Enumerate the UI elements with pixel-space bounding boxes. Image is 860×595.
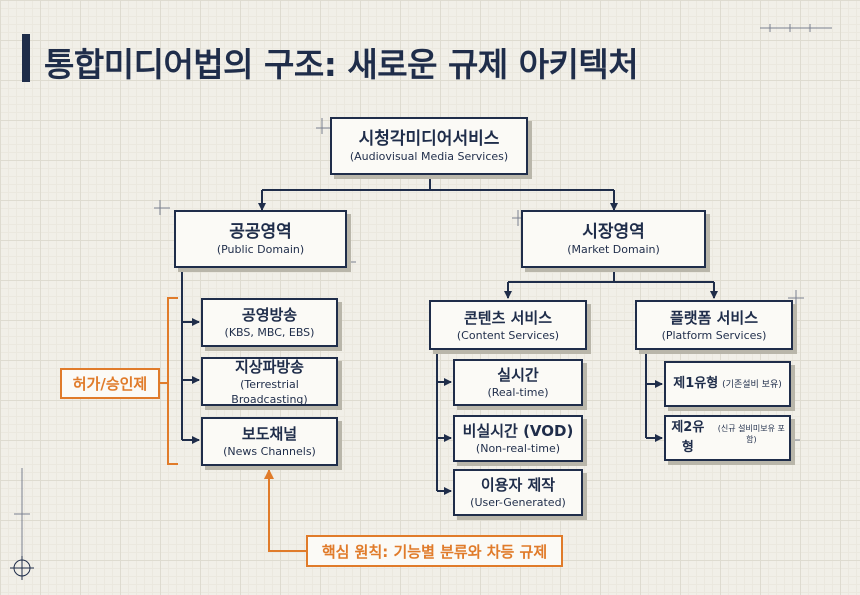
node-news-channels: 보도채널 (News Channels) — [201, 417, 338, 466]
node-label-ko: 실시간 — [497, 366, 539, 384]
title-accent-bar — [22, 34, 30, 82]
node-platform-services: 플랫폼 서비스 (Platform Services) — [635, 300, 793, 350]
license-system-label: 허가/승인제 — [60, 368, 160, 399]
node-platform-type-2: 제2유형 (신규 설비미보유 포함) — [664, 415, 791, 461]
node-label-ko: 제2유형 — [671, 420, 705, 455]
node-label-en: (KBS, MBC, EBS) — [224, 326, 315, 339]
principle-arrow — [264, 469, 306, 552]
node-label-en: (Public Domain) — [216, 242, 305, 256]
node-label-en: (Market Domain) — [567, 242, 660, 256]
node-label-en: (User-Generated) — [470, 496, 566, 509]
node-label-en: (Platform Services) — [661, 328, 767, 342]
node-label-sub: (신규 설비미보유 포함) — [717, 424, 785, 444]
node-label-ko: 지상파방송 — [234, 357, 304, 376]
node-label-ko: 보도채널 — [241, 425, 298, 443]
node-label-en: (Terrestrial Broadcasting) — [231, 377, 308, 406]
node-terrestrial-broadcasting: 지상파방송 (Terrestrial Broadcasting) — [201, 357, 338, 406]
corner-marks — [14, 24, 832, 560]
node-label-ko: 이용자 제작 — [480, 476, 556, 494]
node-public-broadcasting: 공영방송 (KBS, MBC, EBS) — [201, 298, 338, 347]
node-label-en: (Non-real-time) — [475, 442, 561, 455]
node-public-domain: 공공영역 (Public Domain) — [174, 210, 347, 268]
node-non-real-time: 비실시간 (VOD) (Non-real-time) — [453, 415, 583, 462]
node-label-en: (Audiovisual Media Services) — [349, 149, 509, 163]
node-label-en: (Content Services) — [456, 328, 560, 342]
license-bracket — [167, 297, 178, 465]
node-label-en: (Real-time) — [487, 386, 549, 399]
page-title: 통합미디어법의 구조: 새로운 규제 아키텍처 — [44, 45, 639, 84]
node-label-ko: 공영방송 — [241, 306, 298, 324]
node-audiovisual-media-services: 시청각미디어서비스 (Audiovisual Media Services) — [330, 117, 528, 175]
core-principle-label: 핵심 원칙: 기능별 분류와 차등 규제 — [306, 535, 563, 567]
node-label-ko: 제1유형 — [673, 376, 719, 391]
node-label-ko: 비실시간 (VOD) — [462, 422, 574, 440]
compass-icon — [10, 556, 34, 580]
node-label-ko: 시청각미디어서비스 — [358, 128, 500, 149]
node-label-sub: (기존설비 보유) — [722, 380, 782, 390]
node-label-ko: 플랫폼 서비스 — [669, 308, 759, 327]
node-market-domain: 시장영역 (Market Domain) — [521, 210, 706, 268]
node-user-generated: 이용자 제작 (User-Generated) — [453, 469, 583, 516]
node-real-time: 실시간 (Real-time) — [453, 359, 583, 406]
node-label-ko: 콘텐츠 서비스 — [463, 308, 553, 327]
node-label-en: (News Channels) — [223, 445, 316, 458]
node-label-ko: 공공영역 — [229, 221, 292, 242]
node-content-services: 콘텐츠 서비스 (Content Services) — [429, 300, 587, 350]
node-platform-type-1: 제1유형 (기존설비 보유) — [664, 361, 791, 407]
node-label-ko: 시장영역 — [582, 221, 645, 242]
